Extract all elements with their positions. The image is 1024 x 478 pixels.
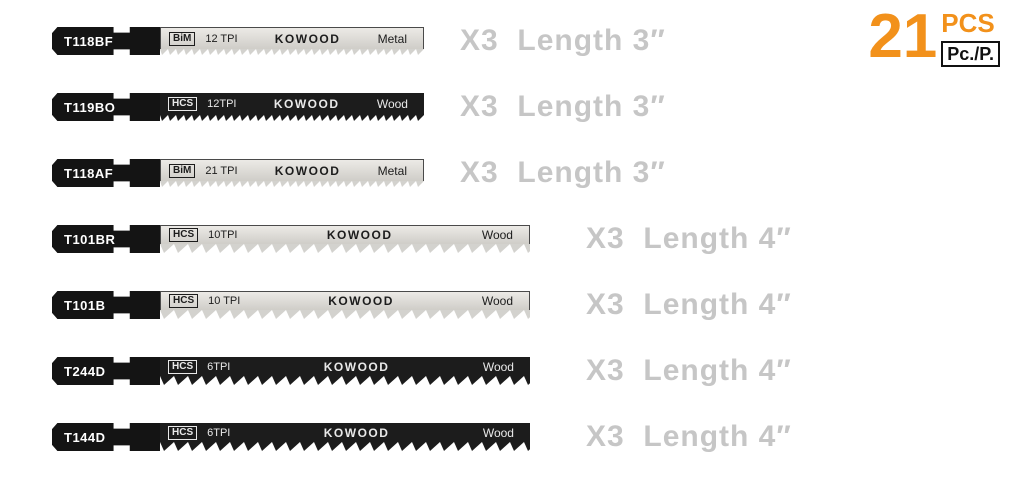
blade-model-label: T119BO: [64, 99, 116, 115]
blade-tang: T101B: [52, 291, 160, 319]
blade-model-label: T118BF: [64, 33, 114, 49]
material-label: Metal: [377, 31, 407, 46]
blade-body: HCS 10TPI KOWOOD Wood: [160, 225, 530, 253]
quantity-length-label: X3 Length 4″: [586, 288, 792, 321]
brand-logo: KOWOOD: [323, 425, 390, 440]
blade-tang: T118BF: [52, 27, 160, 55]
jigsaw-blade-t119bo: T119BO HCS 12TPI KOWOOD Wood: [52, 93, 424, 121]
grade-badge: BiM: [169, 163, 196, 178]
blade-row: T101B HCS 10 TPI KOWOOD Wood X3 Length 4…: [52, 272, 792, 338]
brand-logo: KOWOOD: [323, 359, 390, 374]
quantity-length-label: X3 Length 3″: [460, 24, 666, 57]
material-label: Wood: [481, 228, 513, 242]
grade-badge: HCS: [168, 425, 198, 440]
jigsaw-blade-t144d: T144D HCS 6TPI KOWOOD Wood: [52, 423, 530, 451]
material-label: Wood: [482, 425, 514, 440]
blade-row: T144D HCS 6TPI KOWOOD Wood X3 Length 4″: [52, 404, 792, 470]
blade-tang: T244D: [52, 357, 160, 385]
blade-tang: T101BR: [52, 225, 160, 253]
blade-teeth: [160, 244, 530, 253]
brand-logo: KOWOOD: [328, 294, 394, 308]
jigsaw-blade-t118bf: T118BF BiM 12 TPI KOWOOD Metal: [52, 27, 424, 55]
grade-badge: HCS: [168, 97, 198, 111]
blade-teeth: [160, 115, 424, 121]
pcs-unit-label: PCS: [941, 8, 995, 38]
blade-teeth: [160, 49, 424, 55]
tpi-label: 12 TPI: [205, 32, 238, 45]
blade-model-label: T118AF: [64, 165, 114, 181]
brand-logo: KOWOOD: [326, 228, 393, 242]
pcs-badge: 21 PCS Pc./P.: [868, 2, 1000, 71]
blade-body: BiM 21 TPI KOWOOD Metal: [160, 159, 424, 187]
grade-badge: HCS: [169, 228, 199, 242]
jigsaw-blade-t101b: T101B HCS 10 TPI KOWOOD Wood: [52, 291, 530, 319]
blade-list: T118BF BiM 12 TPI KOWOOD Metal X3 Length…: [52, 8, 792, 470]
material-label: Wood: [481, 294, 513, 308]
blade-row: T118BF BiM 12 TPI KOWOOD Metal X3 Length…: [52, 8, 792, 74]
tpi-label: 12TPI: [207, 98, 237, 110]
blade-body: HCS 12TPI KOWOOD Wood: [160, 93, 424, 121]
jigsaw-blade-t118af: T118AF BiM 21 TPI KOWOOD Metal: [52, 159, 424, 187]
blade-row: T101BR HCS 10TPI KOWOOD Wood X3 Length 4…: [52, 206, 792, 272]
quantity-length-label: X3 Length 3″: [460, 90, 666, 123]
material-label: Metal: [377, 163, 407, 178]
quantity-length-label: X3 Length 4″: [586, 420, 792, 453]
blade-model-label: T101BR: [64, 231, 116, 247]
blade-body: HCS 6TPI KOWOOD Wood: [160, 423, 530, 451]
blade-teeth: [160, 442, 530, 451]
quantity-length-label: X3 Length 4″: [586, 354, 792, 387]
blade-body: HCS 6TPI KOWOOD Wood: [160, 357, 530, 385]
pcs-unit-group: PCS Pc./P.: [941, 10, 1000, 67]
blade-row: T118AF BiM 21 TPI KOWOOD Metal X3 Length…: [52, 140, 792, 206]
blade-body: HCS 10 TPI KOWOOD Wood: [160, 291, 530, 319]
tpi-label: 6TPI: [207, 426, 231, 439]
material-label: Wood: [482, 359, 514, 374]
blade-teeth: [160, 181, 424, 187]
quantity-length-label: X3 Length 3″: [460, 156, 666, 189]
blade-row: T244D HCS 6TPI KOWOOD Wood X3 Length 4″: [52, 338, 792, 404]
blade-tang: T144D: [52, 423, 160, 451]
jigsaw-blade-t101br: T101BR HCS 10TPI KOWOOD Wood: [52, 225, 530, 253]
blade-body: BiM 12 TPI KOWOOD Metal: [160, 27, 424, 55]
tpi-label: 21 TPI: [205, 164, 238, 177]
brand-logo: KOWOOD: [273, 97, 340, 111]
quantity-length-label: X3 Length 4″: [586, 222, 792, 255]
brand-logo: KOWOOD: [274, 163, 341, 178]
tpi-label: 10TPI: [208, 229, 238, 241]
pcs-per-pack-box: Pc./P.: [941, 41, 1000, 67]
blade-model-label: T101B: [64, 297, 106, 313]
brand-logo: KOWOOD: [274, 31, 341, 46]
blade-teeth: [160, 376, 530, 385]
jigsaw-blade-t244d: T244D HCS 6TPI KOWOOD Wood: [52, 357, 530, 385]
tpi-label: 10 TPI: [208, 295, 241, 307]
grade-badge: BiM: [169, 31, 196, 46]
tpi-label: 6TPI: [207, 360, 231, 373]
pcs-count: 21: [868, 2, 938, 71]
grade-badge: HCS: [168, 359, 198, 374]
grade-badge: HCS: [169, 294, 199, 308]
material-label: Wood: [376, 97, 408, 111]
blade-tang: T119BO: [52, 93, 160, 121]
blade-tang: T118AF: [52, 159, 160, 187]
blade-model-label: T144D: [64, 429, 106, 445]
blade-model-label: T244D: [64, 363, 106, 379]
blade-row: T119BO HCS 12TPI KOWOOD Wood X3 Length 3…: [52, 74, 792, 140]
blade-teeth: [160, 310, 530, 319]
